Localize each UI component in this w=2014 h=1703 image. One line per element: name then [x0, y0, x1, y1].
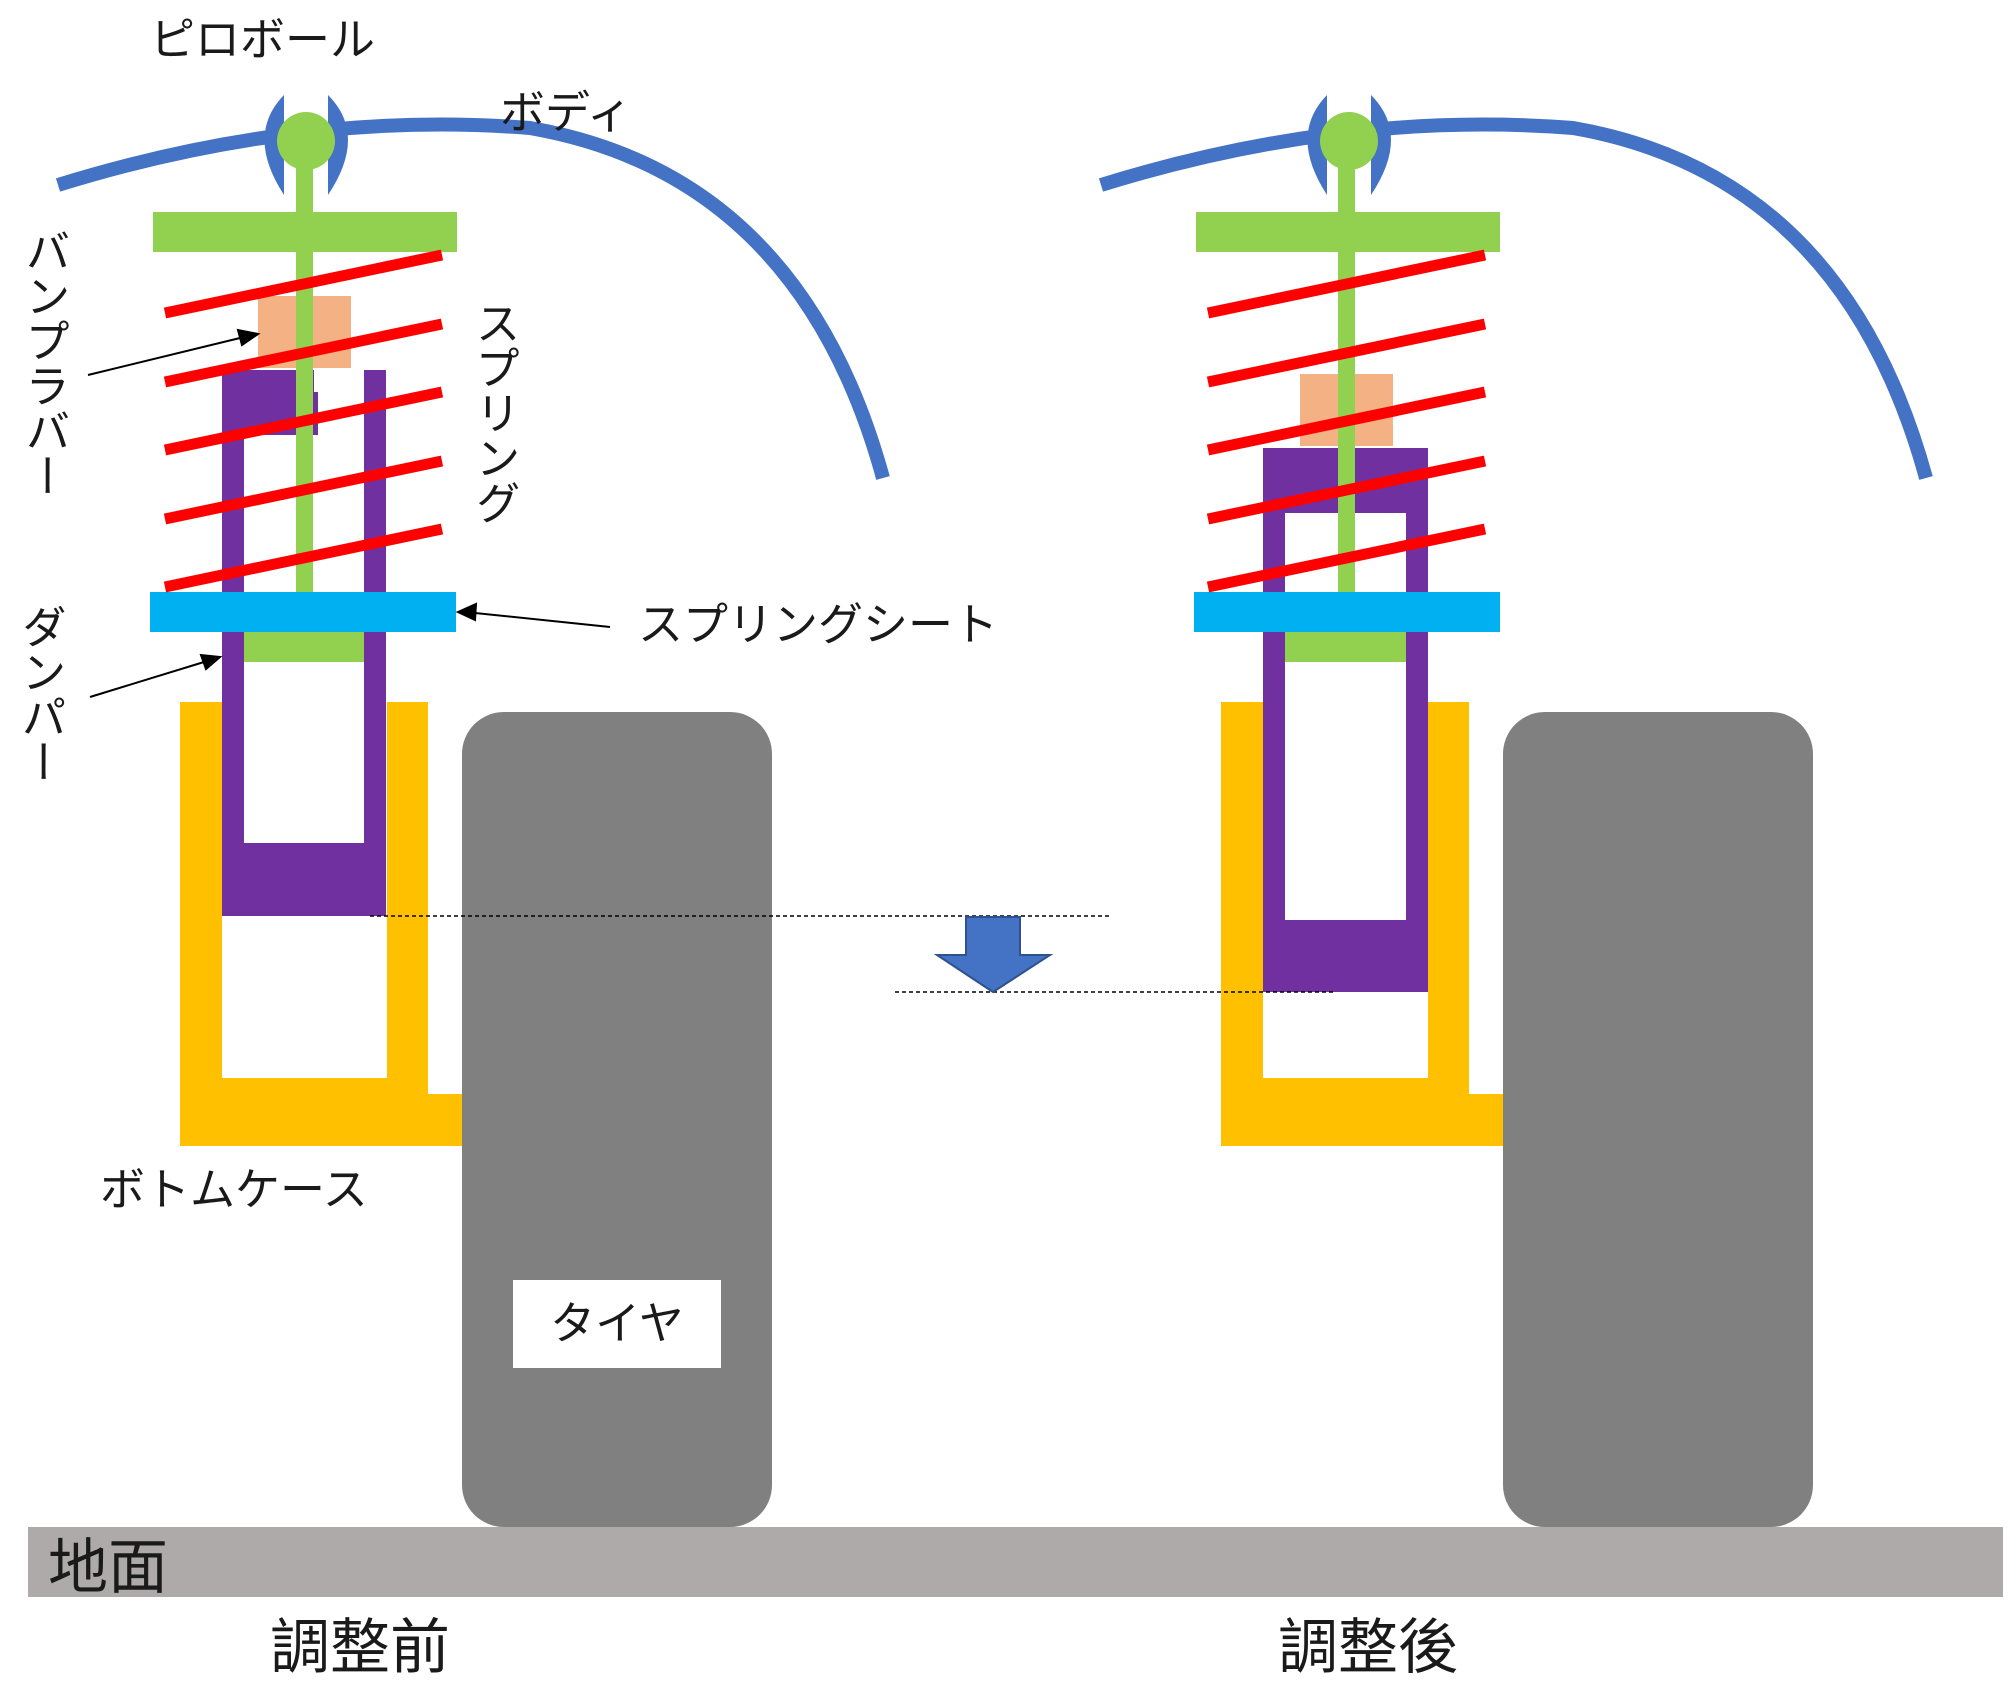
bump-rubber-label: バンプラバー — [18, 228, 71, 498]
piston-rod — [1338, 140, 1355, 640]
annotation-arrows — [87, 328, 611, 698]
bump-rubber-left — [1300, 374, 1338, 446]
down-arrow-icon — [933, 916, 1054, 994]
assembly-after — [1098, 95, 1933, 1527]
spring-coil — [1206, 318, 1487, 388]
damper-label: ダンパー — [14, 604, 67, 784]
pillow-ball-mount-right-half — [328, 95, 348, 195]
piston-plate — [244, 628, 364, 662]
spring-coil — [1206, 455, 1487, 525]
bottom-case-label: ボトムケース — [100, 1163, 368, 1216]
damper-body — [222, 370, 386, 916]
spring-coil — [163, 523, 444, 593]
spring-coil — [163, 318, 444, 388]
bump-rubber-right — [313, 296, 351, 368]
pillow-ball-label: ピロボール — [150, 13, 375, 66]
spring-seat — [1194, 592, 1500, 632]
spring-coils — [163, 249, 444, 593]
spring-coil — [1206, 249, 1487, 319]
arrow-head-icon — [236, 328, 261, 347]
bottom-case — [180, 702, 462, 1146]
spring-seat — [150, 592, 456, 632]
spring-label: スプリング — [468, 300, 521, 525]
pillow-ball — [277, 112, 335, 170]
ground-label: 地面 — [48, 1533, 168, 1603]
body-arc — [1098, 117, 1933, 480]
bump-rubber-pointer — [87, 337, 241, 376]
damper-pointer — [89, 661, 205, 698]
body-arc — [55, 117, 890, 480]
pillow-ball-mount-left-half — [264, 95, 284, 195]
piston-plate — [1285, 628, 1406, 662]
spring-seat-label: スプリングシート — [638, 598, 998, 651]
after-caption: 調整後 — [1278, 1613, 1458, 1683]
tire — [462, 712, 772, 1527]
before-caption: 調整前 — [270, 1613, 450, 1683]
rod-top-plate — [1196, 212, 1500, 252]
tire — [1503, 712, 1813, 1527]
pillow-ball-mount-right-half — [1371, 95, 1391, 195]
rod-top-plate — [153, 212, 457, 252]
body-label: ボディ — [500, 86, 632, 139]
spring-coil — [163, 455, 444, 525]
arrow-head-icon — [199, 653, 223, 671]
spring-coil — [163, 249, 444, 319]
pillow-ball — [1320, 112, 1378, 170]
bottom-case — [1221, 702, 1503, 1146]
ground-bar — [28, 1527, 2003, 1597]
arrow-head-icon — [455, 602, 478, 622]
spring-coil — [1206, 523, 1487, 593]
tire-label: タイヤ — [550, 1297, 684, 1350]
spring-coils — [1206, 249, 1487, 593]
spring-coil — [163, 386, 444, 456]
spring-coil — [1206, 386, 1487, 456]
pillow-ball-mount-left-half — [1307, 95, 1327, 195]
spring-seat-pointer — [474, 612, 611, 628]
piston-rod — [296, 140, 313, 640]
tire-label-box — [513, 1280, 721, 1368]
